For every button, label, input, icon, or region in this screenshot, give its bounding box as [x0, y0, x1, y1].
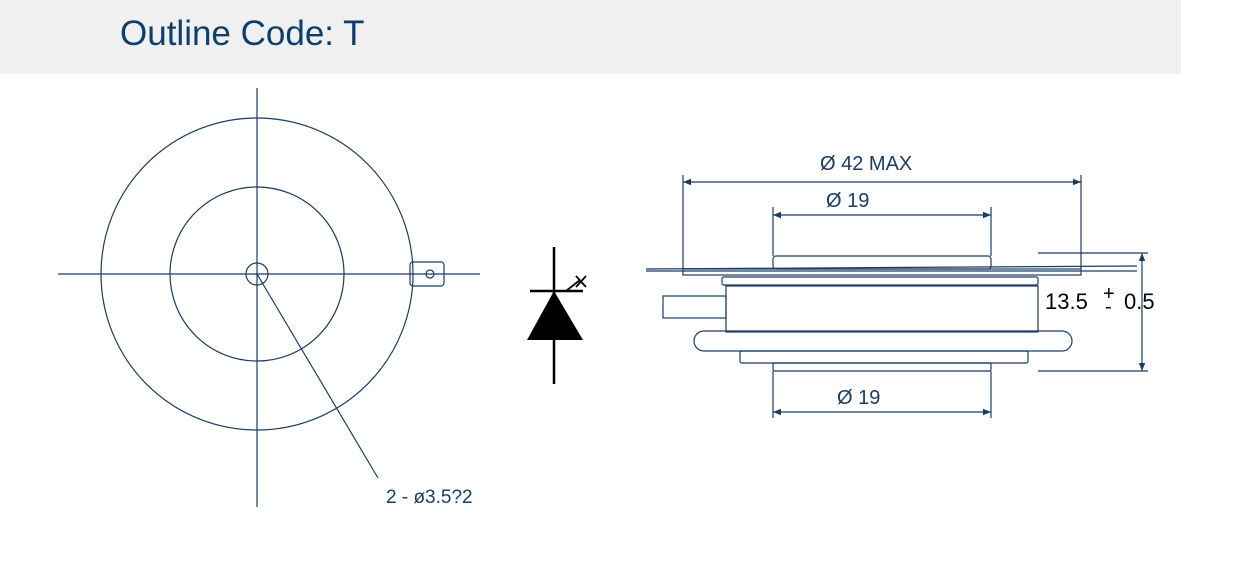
header-bar: Outline Code: T	[0, 0, 1181, 74]
side-view	[645, 175, 1148, 418]
gate-tab-hole	[425, 269, 435, 279]
top-view	[58, 88, 480, 507]
dim-bottom-label: Ø 19	[837, 387, 880, 409]
center-hole	[245, 262, 269, 286]
tolerance-plus: +	[1103, 283, 1115, 305]
leader-line	[256, 273, 379, 479]
ceramic-body	[721, 276, 1039, 286]
height-value: 13.5	[1045, 289, 1088, 314]
tolerance-minus: -	[1105, 296, 1112, 318]
tolerance-value: 0.5	[1124, 289, 1155, 314]
bottom-step	[739, 350, 1029, 364]
bottom-contact	[772, 362, 992, 372]
gate-lead	[662, 295, 727, 319]
hole-callout: 2 - ø3.5?2	[386, 487, 473, 508]
dim-top-label: Ø 19	[826, 190, 869, 212]
thyristor-symbol-icon	[527, 247, 587, 384]
main-body	[725, 285, 1039, 333]
dim-outer-label: Ø 42 MAX	[820, 153, 912, 175]
inner-circle	[169, 186, 345, 362]
page-title: Outline Code: T	[120, 14, 365, 53]
outer-circle	[100, 117, 414, 431]
bottom-flange-ring	[693, 330, 1073, 352]
gate-tab	[409, 261, 445, 287]
flange-plate	[682, 268, 1082, 276]
